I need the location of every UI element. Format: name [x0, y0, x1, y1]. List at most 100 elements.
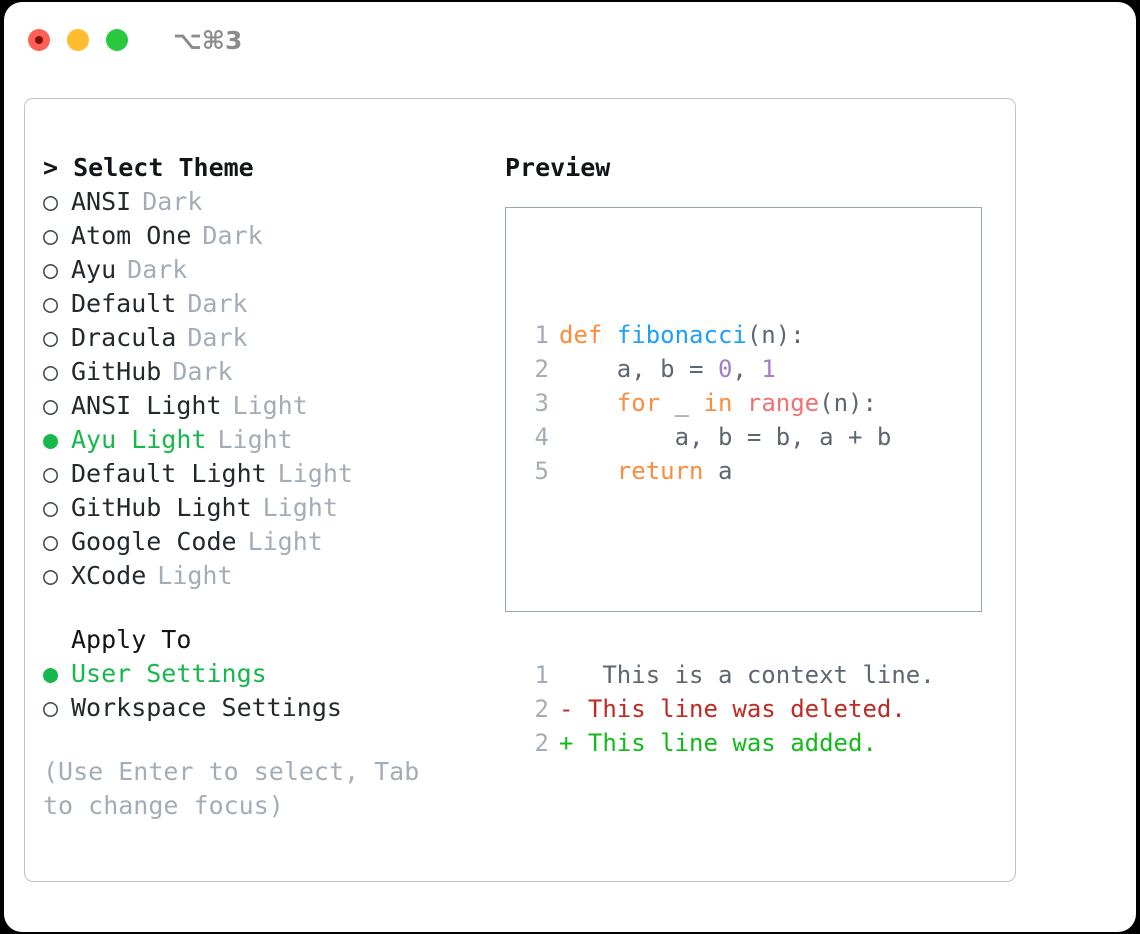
theme-name: Atom One — [71, 221, 192, 250]
theme-option-ayu-light[interactable]: ● Ayu Light Light — [43, 423, 493, 457]
title-bar: ⌥⌘3 — [4, 2, 1136, 78]
code-token-punc: (n): — [819, 389, 877, 417]
diff-text: This is a context line. — [573, 661, 935, 689]
window-controls — [28, 29, 128, 51]
radio-unselected-icon: ○ — [43, 323, 59, 352]
radio-unselected-icon: ○ — [43, 221, 59, 250]
line-number: 3 — [534, 389, 549, 417]
theme-option-xcode[interactable]: ○ XCode Light — [43, 559, 493, 593]
apply-to-label: User Settings — [71, 659, 267, 688]
theme-variant-badge: Light — [232, 391, 308, 420]
line-number: 1 — [534, 661, 549, 689]
maximize-button[interactable] — [106, 29, 128, 51]
theme-name: Default Light — [71, 459, 267, 488]
code-token-txt: a — [703, 457, 733, 485]
theme-variant-badge: Light — [157, 561, 233, 590]
theme-name: Ayu Light — [71, 425, 207, 454]
theme-option-atom-one[interactable]: ○ Atom One Dark — [43, 219, 493, 253]
apply-to-option-user-settings[interactable]: ●User Settings — [43, 657, 493, 691]
radio-unselected-icon: ○ — [43, 391, 59, 420]
radio-unselected-icon: ○ — [43, 255, 59, 284]
minimize-button[interactable] — [67, 29, 89, 51]
theme-name: Default — [71, 289, 177, 318]
code-token-num: 1 — [761, 355, 776, 383]
code-token-kw: return — [616, 457, 704, 485]
code-token-txt: a, b = b, a + b — [559, 423, 892, 451]
code-line: 5 return a — [523, 454, 935, 488]
theme-variant-badge: Dark — [202, 221, 263, 250]
theme-name: ANSI Light — [71, 391, 222, 420]
apply-to-list[interactable]: ●User Settings○Workspace Settings — [43, 657, 493, 725]
theme-variant-badge: Light — [217, 425, 293, 454]
radio-unselected-icon: ○ — [43, 561, 59, 590]
theme-option-github-light[interactable]: ○ GitHub Light Light — [43, 491, 493, 525]
line-number: 5 — [534, 457, 549, 485]
radio-unselected-icon: ○ — [43, 357, 59, 386]
theme-variant-badge: Dark — [172, 357, 233, 386]
select-theme-heading: > Select Theme — [43, 153, 254, 182]
theme-name: ANSI — [71, 187, 132, 216]
diff-lines: 1 This is a context line.2- This line wa… — [523, 658, 935, 760]
code-token-kw: in — [703, 389, 733, 417]
line-number: 2 — [534, 695, 549, 723]
code-token-call: range — [746, 389, 820, 417]
close-button[interactable] — [28, 29, 50, 51]
line-number: 1 — [534, 321, 549, 349]
radio-unselected-icon: ○ — [43, 187, 59, 216]
radio-unselected-icon: ○ — [43, 289, 59, 318]
theme-name: Ayu — [71, 255, 117, 284]
theme-name: GitHub Light — [71, 493, 252, 522]
code-token-kw: def — [559, 321, 603, 349]
code-token-txt — [732, 389, 746, 417]
keyboard-shortcut-label: ⌥⌘3 — [173, 25, 243, 55]
theme-name: GitHub — [71, 357, 162, 386]
code-line: 3 for _ in range(n): — [523, 386, 935, 420]
keyboard-hint-text: (Use Enter to select, Tab to change focu… — [43, 757, 420, 820]
radio-unselected-icon: ○ — [43, 493, 59, 522]
theme-option-github[interactable]: ○ GitHub Dark — [43, 355, 493, 389]
diff-line-ctx: 1 This is a context line. — [523, 658, 935, 692]
code-token-punc: (n): — [746, 321, 805, 349]
code-token-num: 0 — [717, 355, 733, 383]
apply-to-heading: Apply To — [71, 625, 192, 654]
code-token-kw: for — [616, 389, 661, 417]
theme-option-ansi-light[interactable]: ○ ANSI Light Light — [43, 389, 493, 423]
theme-variant-badge: Light — [262, 493, 338, 522]
code-token-txt — [559, 457, 617, 485]
theme-variant-badge: Dark — [187, 323, 248, 352]
diff-line-add: 2+ This line was added. — [523, 726, 935, 760]
code-token-txt: _ — [660, 389, 704, 417]
line-number: 2 — [534, 729, 549, 757]
diff-sign — [559, 661, 573, 689]
diff-text: This line was added. — [573, 729, 877, 757]
theme-variant-badge: Light — [277, 459, 353, 488]
apply-to-option-workspace-settings[interactable]: ○Workspace Settings — [43, 691, 493, 725]
code-token-txt: a, b = — [559, 355, 718, 383]
theme-variant-badge: Light — [247, 527, 323, 556]
radio-selected-icon: ● — [43, 425, 59, 454]
code-line: 2 a, b = 0, 1 — [523, 352, 935, 386]
theme-name: Google Code — [71, 527, 237, 556]
theme-name: XCode — [71, 561, 147, 590]
preview-heading: Preview — [505, 153, 611, 182]
code-token-txt: , — [732, 355, 762, 383]
line-number: 2 — [534, 355, 549, 383]
code-line: 4 a, b = b, a + b — [523, 420, 935, 454]
line-number: 4 — [534, 423, 549, 451]
code-token-punc — [602, 321, 616, 349]
